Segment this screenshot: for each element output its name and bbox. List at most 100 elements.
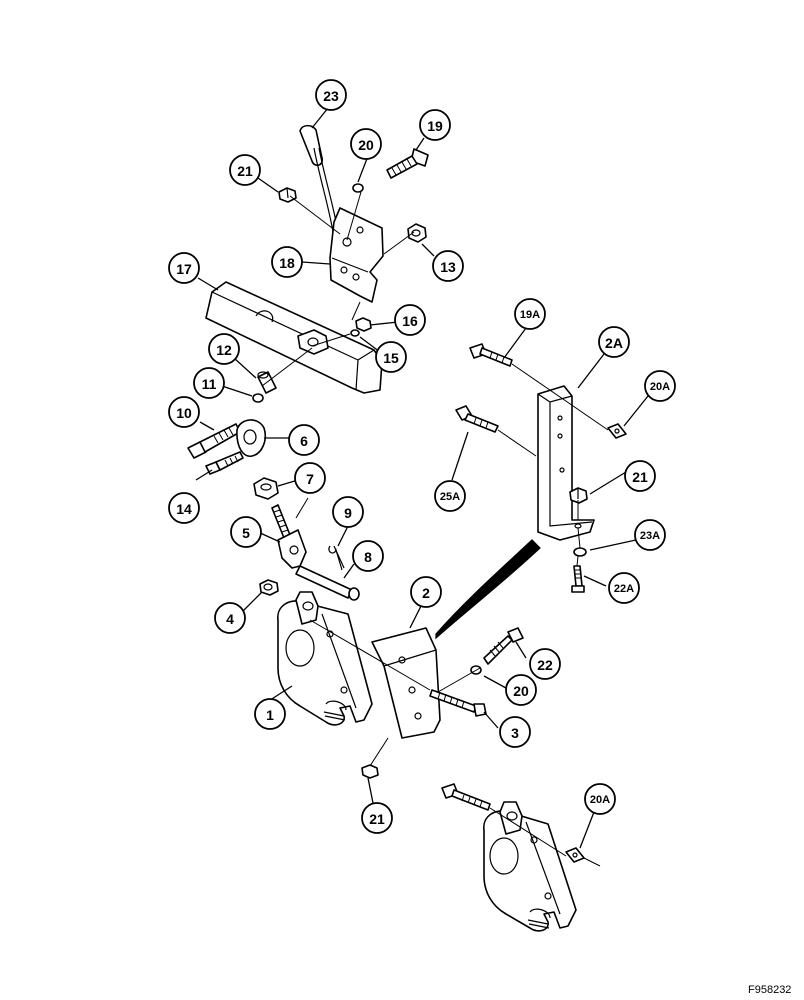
callout-label: 10: [176, 405, 192, 421]
part-19A-bolt: [469, 343, 513, 367]
callout-label: 16: [402, 313, 418, 329]
callout-20-top: 20: [350, 128, 382, 160]
callout-label: 6: [300, 433, 308, 449]
part-25A-bolt: [455, 405, 499, 433]
callout-circle: [271, 246, 303, 278]
callout-circle: [608, 572, 640, 604]
callout-label: 17: [176, 261, 192, 277]
part-1-valve: [277, 591, 373, 726]
part-13-nut: [407, 223, 427, 243]
callout-circle: [432, 250, 464, 282]
callout-20A-bottom: 20A: [584, 783, 616, 815]
callout-3: 3: [499, 716, 531, 748]
callout-circle: [168, 252, 200, 284]
callout-circle: [529, 648, 561, 680]
part-20A-square-washer: [607, 423, 627, 439]
callout-label: 4: [226, 611, 234, 627]
callout-label: 21: [632, 469, 648, 485]
callout-circle: [598, 326, 630, 358]
callout-2A: 2A: [598, 326, 630, 358]
callout-circle: [644, 370, 676, 402]
callout-label: 23: [323, 88, 339, 104]
callout-label: 25A: [440, 491, 460, 503]
callout-20-mid: 20: [505, 674, 537, 706]
callout-circle: [584, 783, 616, 815]
callout-20A-top: 20A: [644, 370, 676, 402]
callout-17: 17: [168, 252, 200, 284]
callout-label: 20A: [650, 381, 670, 393]
part-6-rod-end: [236, 419, 267, 457]
part-2A-bracket: [537, 385, 595, 541]
part-22-bolt: [483, 627, 524, 665]
callout-14: 14: [168, 492, 200, 524]
part-valve-alternate: [441, 783, 585, 932]
callout-7: 7: [294, 462, 326, 494]
part-16-nut: [355, 317, 372, 332]
callouts: 2319202113181716151211106147598421222032…: [168, 79, 676, 834]
callout-label: 13: [440, 259, 456, 275]
callout-25A: 25A: [434, 480, 466, 512]
callout-label: 1: [266, 707, 274, 723]
callout-12: 12: [208, 333, 240, 365]
callout-11: 11: [193, 367, 225, 399]
callout-19A: 19A: [514, 298, 546, 330]
part-19-bolt: [386, 148, 429, 179]
callout-circle: [434, 480, 466, 512]
callout-circle: [352, 540, 384, 572]
callout-circle: [419, 109, 451, 141]
callout-label: 19: [427, 118, 443, 134]
callout-23: 23: [315, 79, 347, 111]
part-2-mounting-plate: [371, 627, 441, 739]
parts-drawing: [187, 124, 627, 932]
part-8-clevis-pin: [295, 565, 360, 601]
callout-circle: [499, 716, 531, 748]
callout-label: 21: [237, 163, 253, 179]
assembly-axis-lines: [261, 191, 609, 867]
callout-circle: [230, 516, 262, 548]
callout-label: 15: [383, 350, 399, 366]
callout-circle: [505, 674, 537, 706]
callout-label: 9: [344, 505, 352, 521]
callout-circle: [193, 367, 225, 399]
callout-circle: [254, 698, 286, 730]
callout-label: 11: [202, 376, 217, 392]
part-21-nut: [278, 187, 297, 203]
callout-circle: [634, 519, 666, 551]
callout-4: 4: [214, 602, 246, 634]
callout-5: 5: [230, 516, 262, 548]
part-9-cotter-pin: [328, 545, 345, 571]
callout-2: 2: [410, 576, 442, 608]
callout-circle: [332, 496, 364, 528]
callout-label: 20: [358, 137, 374, 153]
callout-label: 3: [511, 725, 519, 741]
part-21-nut-right: [569, 487, 588, 504]
callout-1: 1: [254, 698, 286, 730]
part-4-nut: [259, 579, 279, 596]
callout-circle: [229, 154, 261, 186]
part-18-bracket: [329, 207, 384, 303]
callout-label: 18: [279, 255, 295, 271]
callout-circle: [410, 576, 442, 608]
part-3-bolt: [429, 689, 487, 717]
callout-circle: [294, 462, 326, 494]
part-21-nut-bottom: [361, 764, 379, 779]
callout-label: 5: [242, 525, 250, 541]
callout-22A: 22A: [608, 572, 640, 604]
callout-circle: [394, 304, 426, 336]
figure-reference: F958232: [748, 984, 791, 996]
callout-10: 10: [168, 396, 200, 428]
callout-circle: [168, 396, 200, 428]
callout-label: 20A: [590, 794, 610, 806]
callout-label: 22: [537, 657, 553, 673]
part-22A-bolt: [571, 565, 585, 593]
callout-circle: [350, 128, 382, 160]
callout-circle: [288, 424, 320, 456]
callout-label: 14: [176, 501, 192, 517]
callout-label: 12: [216, 342, 232, 358]
callout-circle: [168, 492, 200, 524]
callout-15: 15: [375, 341, 407, 373]
part-10-bolt: [187, 423, 241, 459]
callout-21-right: 21: [624, 460, 656, 492]
part-11-washer: [252, 393, 264, 403]
callout-21-top: 21: [229, 154, 261, 186]
